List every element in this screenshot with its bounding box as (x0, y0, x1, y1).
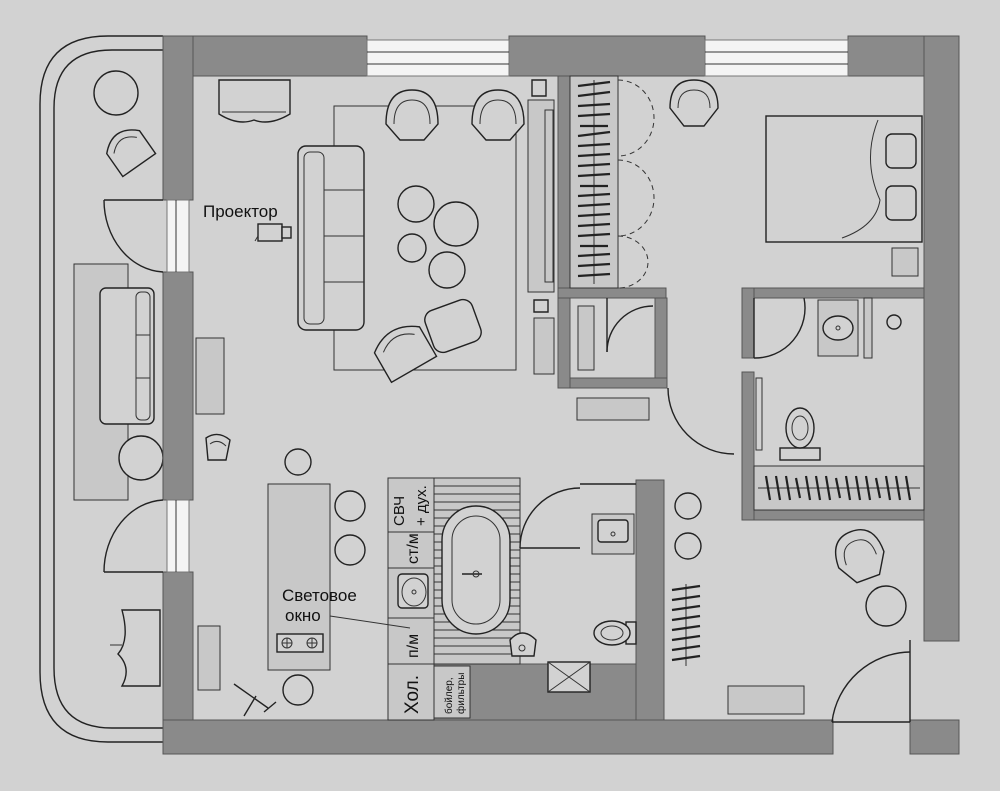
bedroom-armchair (669, 79, 719, 127)
ottoman (424, 298, 482, 354)
projector-label: Проектор (203, 202, 278, 221)
armchair-top-right (471, 89, 525, 141)
kitchen (197, 448, 471, 721)
dishwasher-label: ст/м (405, 533, 422, 564)
balcony-table-mid (118, 435, 164, 481)
skylight-label-line1: Световое (282, 586, 357, 605)
sofa (297, 145, 365, 331)
balcony-sofa (73, 263, 155, 501)
walls (162, 35, 960, 755)
balcony (39, 35, 164, 743)
living-room (195, 79, 555, 461)
armchair-bottom (373, 325, 438, 384)
skylight-label-line2: окно (285, 606, 321, 625)
balcony-doors (103, 199, 164, 573)
entrance-hall (671, 492, 911, 723)
projector-lens (281, 226, 292, 239)
microwave-label-2: + дух. (413, 485, 430, 526)
windows (166, 39, 849, 573)
hall-armchair (835, 529, 885, 584)
center-toilet (593, 620, 637, 646)
balcony-dresser (117, 609, 161, 687)
balcony-armchair-top (105, 129, 157, 178)
microwave-label: СВЧ (391, 496, 408, 526)
bathtub (441, 505, 511, 635)
balcony-table-top (93, 70, 139, 116)
projector-body (257, 223, 283, 242)
center-bathroom (433, 477, 637, 693)
wardrobe (569, 75, 735, 455)
washer-label: п/м (405, 634, 422, 658)
right-bathroom (753, 297, 925, 511)
fridge-label: Хол. (402, 675, 423, 714)
armchair-top-left (385, 89, 439, 141)
boiler-label-2: фильтры (455, 673, 467, 714)
boiler-label: бойлер, (443, 677, 455, 714)
skylight-leader-line (329, 615, 411, 629)
bedroom (669, 79, 923, 277)
